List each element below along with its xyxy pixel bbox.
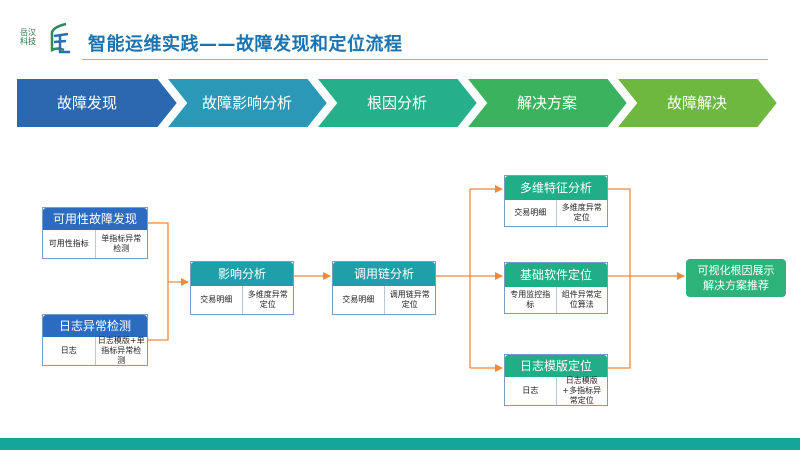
final-line-1: 可视化根因展示 (697, 264, 775, 277)
node-title: 基础软件定位 (505, 263, 607, 287)
node-cell: 日志模版+多指标异常定位 (555, 376, 608, 405)
stage-chevron: 故障解决 (616, 78, 778, 128)
node-cell: 日志 (522, 386, 539, 395)
node-title: 影响分析 (191, 262, 293, 286)
stage-chevron: 根因分析 (316, 78, 478, 128)
node-call-chain-analysis: 调用链分析 交易明细 调用链异常定位 (332, 261, 436, 315)
node-cell: 多维度异常定位 (555, 200, 608, 226)
node-cell: 调用链异常定位 (383, 286, 436, 314)
node-cell: 日志 (60, 346, 77, 355)
page-title: 智能运维实践——故障发现和定位流程 (88, 34, 403, 55)
node-title: 可用性故障发现 (43, 208, 147, 230)
footer-bar (0, 438, 800, 450)
company-logo: 岳汉科技 (16, 22, 74, 56)
connector-left-merge (146, 222, 169, 341)
stage-chevron: 故障发现 (16, 78, 178, 128)
logo-mark-icon (50, 22, 70, 54)
title-underline (82, 59, 768, 60)
node-visual-root-cause: 可视化根因展示 解决方案推荐 (686, 259, 786, 297)
stage-label: 故障解决 (666, 94, 727, 112)
stage-chevron-shape (616, 78, 778, 128)
stage-chevron-shape (316, 78, 478, 128)
final-line-2: 解决方案推荐 (703, 279, 769, 292)
node-impact-analysis: 影响分析 交易明细 多维度异常定位 (190, 261, 294, 315)
node-multi-dimension-analysis: 多维特征分析 交易明细 多维度异常定位 (504, 175, 608, 227)
node-title: 调用链分析 (333, 262, 435, 286)
stage-label: 故障影响分析 (201, 94, 292, 112)
stage-label: 根因分析 (366, 94, 427, 112)
connector-right-merge (606, 188, 631, 369)
logo-text: 岳汉科技 (20, 28, 36, 46)
node-cell: 交易明细 (342, 295, 375, 304)
node-cell: 交易明细 (200, 295, 233, 304)
node-title: 多维特征分析 (505, 176, 607, 200)
stage-chevron: 故障影响分析 (166, 78, 328, 128)
node-base-software-location: 基础软件定位 专用监控指标 组件异常定位算法 (504, 262, 608, 314)
node-log-template-location: 日志模版定位 日志 日志模版+多指标异常定位 (504, 354, 608, 406)
stage-label: 故障发现 (56, 94, 117, 112)
node-cell: 日志模版+单指标异常检测 (94, 336, 148, 365)
node-availability-detection: 可用性故障发现 可用性指标 单指标异常检测 (42, 207, 148, 259)
stage-label: 解决方案 (516, 94, 577, 112)
stage-chevron: 解决方案 (466, 78, 628, 128)
stage-chevron-shape (466, 78, 628, 128)
node-cell: 交易明细 (514, 208, 547, 217)
node-cell: 组件异常定位算法 (555, 287, 608, 313)
stage-chevron-shape (16, 78, 178, 128)
node-cell: 专用监控指标 (510, 290, 551, 309)
node-title: 日志异常检测 (43, 315, 147, 337)
node-cell: 多维度异常定位 (241, 286, 294, 314)
node-title: 日志模版定位 (505, 355, 607, 377)
node-cell: 单指标异常检测 (94, 230, 148, 258)
node-cell: 可用性指标 (48, 239, 89, 248)
node-log-anomaly-detection: 日志异常检测 日志 日志模版+单指标异常检测 (42, 314, 148, 366)
stage-chevron-shape (166, 78, 328, 128)
